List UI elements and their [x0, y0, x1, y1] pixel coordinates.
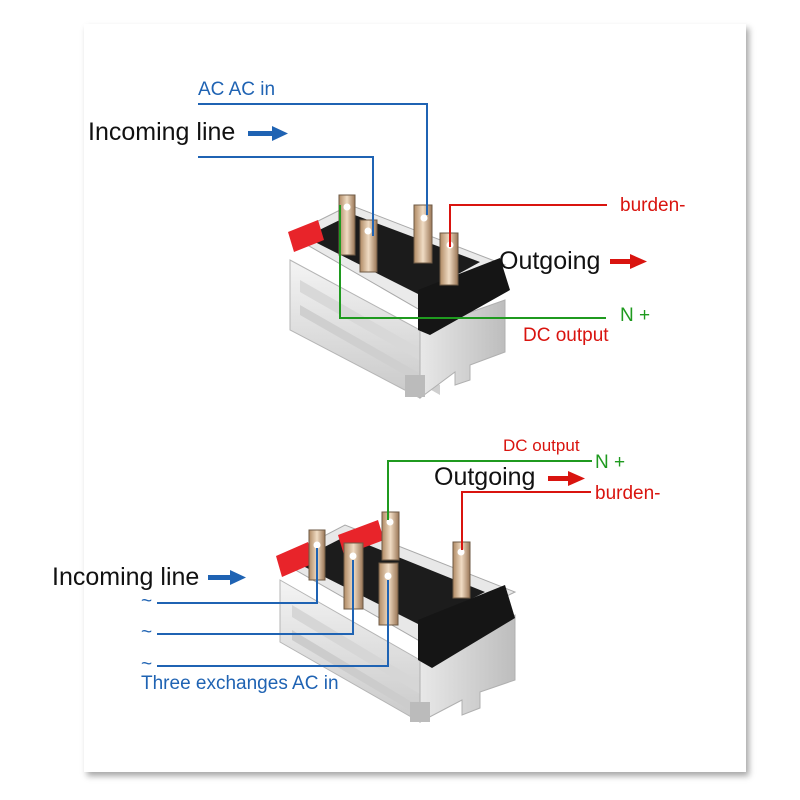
dc-output-label: DC output: [503, 436, 580, 455]
ac-wire-1: [198, 103, 428, 215]
ac-in-label: AC AC in: [198, 79, 276, 100]
heatsink-fins: [289, 259, 506, 399]
ac-wire-2: [198, 156, 374, 236]
black-cover: [418, 258, 510, 335]
phase-wire-3: [157, 580, 389, 667]
three-phase-rectifier: [157, 460, 592, 723]
arrow-right-icon: [548, 471, 585, 486]
diagram-card: [84, 24, 746, 772]
single-phase-rectifier: [198, 103, 647, 399]
arrow-right-icon: [248, 126, 288, 141]
burden-negative-label: burden-: [620, 195, 686, 216]
red-clip: [276, 542, 314, 577]
phase-2-tilde: ~: [141, 622, 153, 643]
outgoing-label: Outgoing: [434, 463, 536, 491]
positive-wire-bottom: [387, 460, 592, 520]
burden-negative-label: burden-: [595, 483, 661, 504]
n-plus-label: N +: [620, 305, 651, 326]
positive-wire-top: [339, 205, 606, 319]
arrow-right-icon: [208, 570, 246, 585]
arrow-right-icon: [610, 254, 647, 269]
terminals: [308, 511, 471, 626]
incoming-line-label: Incoming line: [52, 563, 200, 591]
incoming-line-label: Incoming line: [88, 118, 236, 146]
phase-3-tilde: ~: [141, 654, 153, 675]
n-plus-label: N +: [595, 452, 626, 473]
top-arrow-icons: [248, 126, 647, 269]
phase-wire-2: [157, 560, 354, 635]
top-wires: [198, 103, 607, 319]
three-phase-ac-in-label: Three exchanges AC in: [141, 673, 339, 694]
black-cover: [418, 585, 515, 668]
phase-wire-1: [157, 548, 318, 604]
dc-output-label: DC output: [523, 325, 609, 346]
phase-1-tilde: ~: [141, 591, 153, 612]
heatsink-fins: [279, 579, 516, 723]
outgoing-label: Outgoing: [499, 247, 601, 275]
negative-wire-bottom: [461, 491, 591, 550]
negative-wire-top: [449, 204, 607, 247]
bottom-arrow-icons: [208, 471, 585, 585]
bottom-wires: [157, 460, 592, 667]
red-clip: [288, 220, 324, 252]
